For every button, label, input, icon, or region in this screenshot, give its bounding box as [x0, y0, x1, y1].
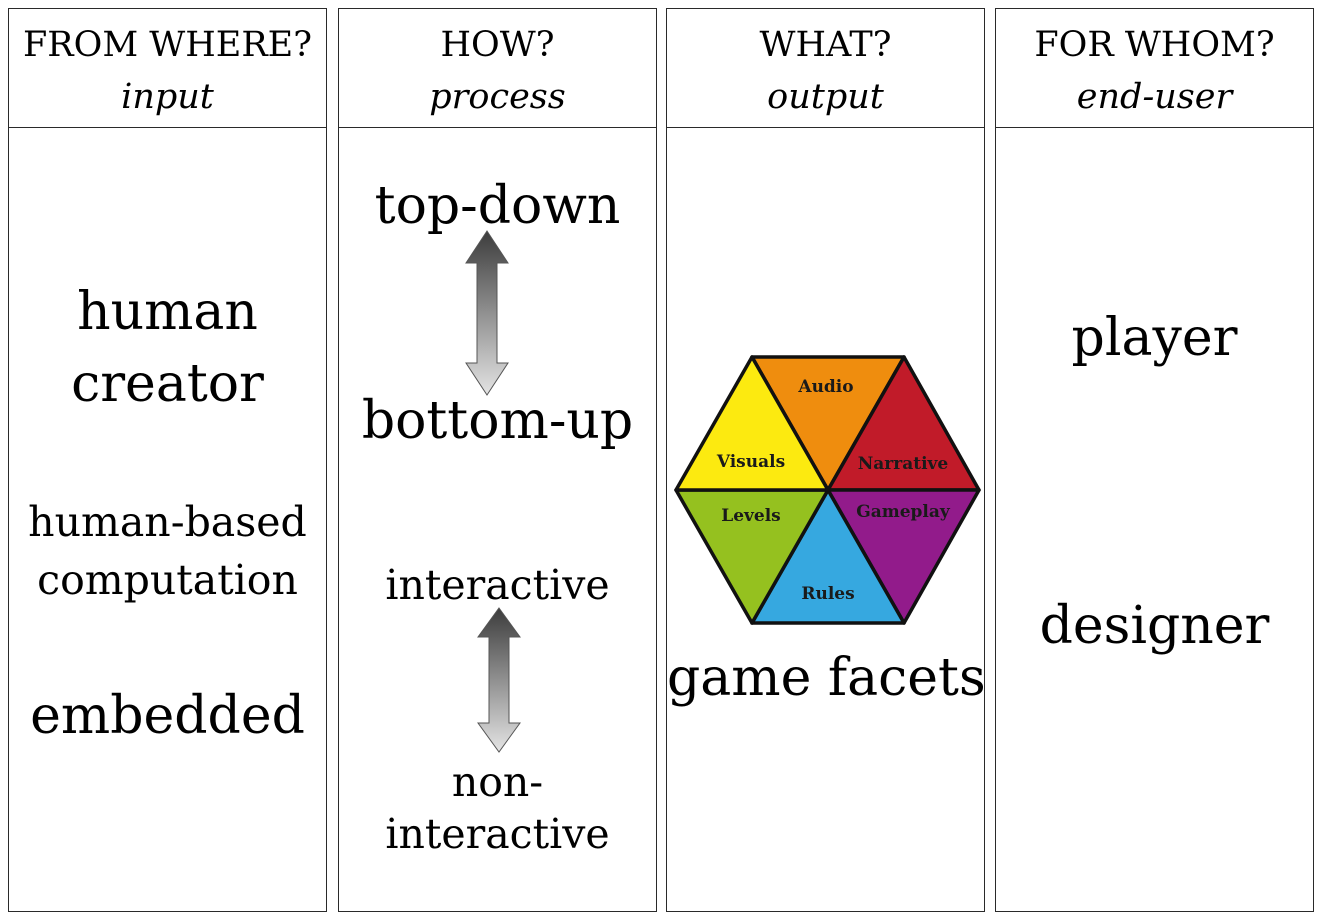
process-non-label: non-	[451, 758, 544, 806]
facet-narrative-label: Narrative	[858, 454, 949, 474]
column-title: WHAT?	[759, 25, 892, 65]
column-body: human creator human-based computation em…	[8, 127, 327, 912]
game-facets-caption: game facets	[667, 648, 986, 708]
input-human-label: human	[77, 282, 258, 342]
facet-levels-label: Levels	[721, 506, 781, 526]
facet-visuals-label: Visuals	[716, 452, 785, 472]
column-what: WHAT? output Audio Narrative Gameplay Ru…	[666, 8, 986, 912]
facet-gameplay-label: Gameplay	[856, 502, 951, 522]
column-title: HOW?	[440, 25, 555, 65]
process-non-interactive-label: interactive	[385, 810, 610, 858]
column-title: FROM WHERE?	[22, 25, 312, 65]
column-subtitle: input	[121, 77, 214, 117]
column-header: FOR WHOM? end-user	[995, 8, 1314, 128]
column-body: Audio Narrative Gameplay Rules Levels Vi…	[666, 127, 986, 912]
column-body: top-down bottom-up interactive non- in	[338, 127, 657, 912]
process-bottom-up-label: bottom-up	[361, 391, 634, 451]
column-subtitle: end-user	[1076, 77, 1233, 117]
facet-rules-label: Rules	[801, 584, 854, 604]
double-arrow-icon	[477, 607, 521, 753]
facet-audio-label: Audio	[797, 377, 853, 397]
end-user-designer-label: designer	[1039, 596, 1270, 656]
end-user-player-label: player	[1071, 308, 1238, 368]
column-header: FROM WHERE? input	[8, 8, 327, 128]
column-subtitle: process	[429, 77, 566, 117]
column-header: WHAT? output	[666, 8, 985, 128]
facet-visuals	[674, 355, 830, 492]
column-how: HOW? process top-down bottom-up interact…	[338, 8, 657, 912]
column-body: player designer	[995, 127, 1314, 912]
input-embedded-label: embedded	[30, 686, 305, 746]
column-title: FOR WHOM?	[1034, 25, 1275, 65]
game-facets-hexagon: Audio Narrative Gameplay Rules Levels Vi…	[674, 355, 981, 625]
process-top-down-label: top-down	[374, 176, 621, 236]
column-header: HOW? process	[338, 8, 657, 128]
input-human-based-label: human-based	[28, 498, 307, 546]
column-subtitle: output	[767, 77, 884, 117]
column-from-where: FROM WHERE? input human creator human-ba…	[8, 8, 327, 912]
double-arrow-icon	[465, 230, 509, 396]
column-for-whom: FOR WHOM? end-user player designer	[995, 8, 1314, 912]
process-interactive-label: interactive	[385, 561, 610, 609]
input-computation-label: computation	[37, 556, 298, 604]
input-creator-label: creator	[71, 354, 264, 414]
